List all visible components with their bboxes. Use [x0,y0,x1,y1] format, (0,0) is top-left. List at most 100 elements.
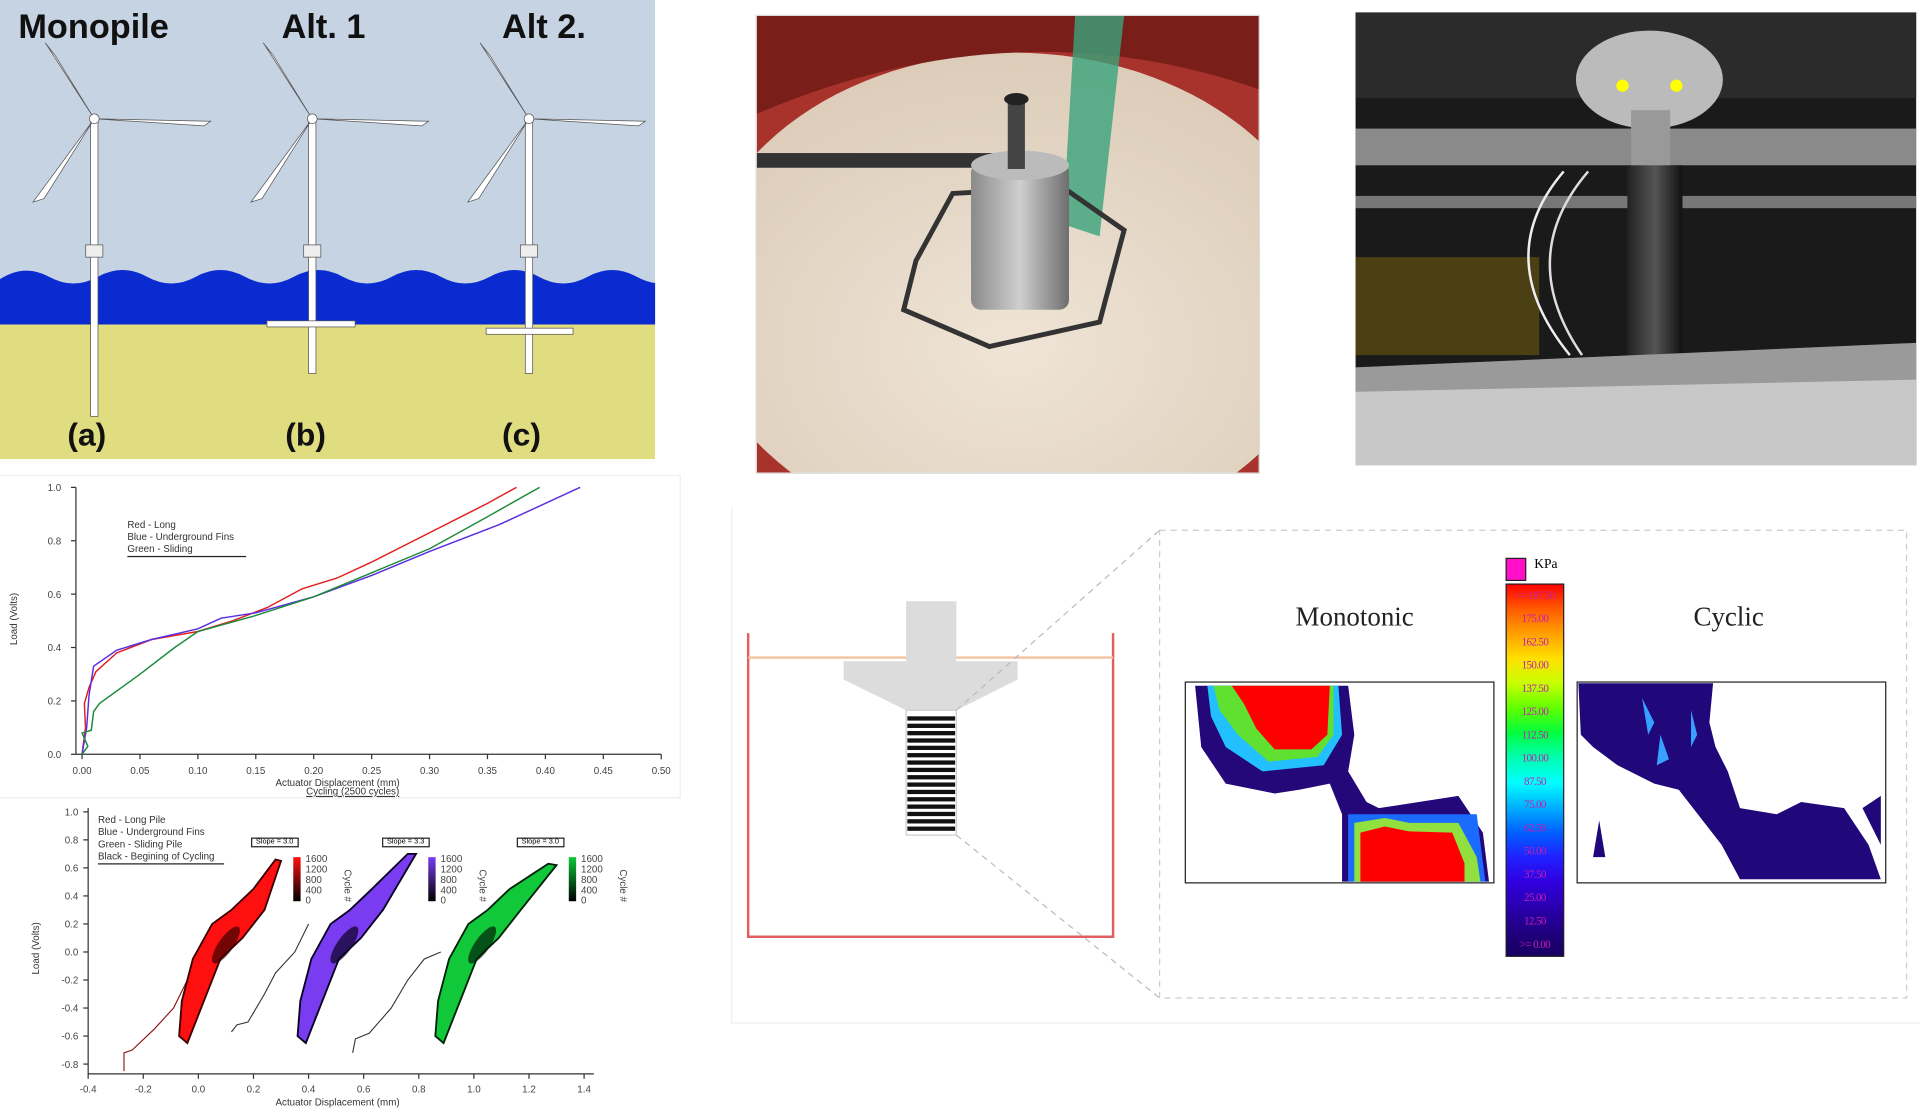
cycle-colorbar-label: Cycle # [342,869,353,902]
colorbar-unit: KPa [1534,557,1558,572]
transition-piece [303,244,322,258]
sublabel-a: (a) [67,416,107,454]
sensor-strip [907,811,956,817]
photo-loading-rig [1355,12,1917,466]
turbine-blade [528,118,647,127]
x-tick-label: 0.00 [73,766,93,777]
x-tick-label: 0.45 [594,766,614,777]
sensor-strip [907,738,956,743]
turbine-hub [89,113,100,125]
wind-turbine [32,42,212,417]
cycle-colorbar-tick: 1600 [581,854,603,865]
pressure-sensor-strips [907,716,956,831]
sensor-strip [907,723,956,728]
x-tick-label: 0.25 [362,766,382,777]
sensor-strip [907,731,956,736]
colorbar-label: 37.50 [1524,868,1546,881]
chart-2-xlabel: Actuator Displacement (mm) [275,1097,400,1109]
turbine-blade [94,118,212,127]
hysteresis-band-underground-fins [296,852,418,1045]
y-tick-label: 0.4 [48,643,62,654]
chart-2-ylabel: Load (Volts) [30,922,42,975]
slope-label-green: Slope = 3.0 [516,837,564,848]
cycle-colorbar-tick: 1600 [441,854,463,865]
y-tick-label: 0.0 [65,948,79,959]
sensor-strip [907,753,956,758]
hysteresis-core [468,926,497,964]
y-tick-label: 0.6 [65,864,79,875]
colorbar-label: 150.00 [1521,658,1549,672]
x-tick-label: 0.8 [412,1084,426,1095]
photo-sand-tank-image [756,15,1259,473]
y-tick-label: -0.6 [62,1032,79,1043]
turbine-tower [90,118,99,417]
sensor-strip [907,745,956,751]
legend-item: Red - Long Pile [97,814,166,826]
colorbar-label: 25.00 [1524,891,1546,904]
fin-plate [266,320,356,328]
x-tick-label: 0.20 [304,766,324,777]
legend-item: Blue - Underground Fins [127,531,235,543]
x-tick-label: 0.6 [357,1084,371,1095]
turbine-blade [312,118,430,127]
x-tick-label: 0.2 [247,1084,261,1095]
y-tick-label: -0.4 [62,1004,79,1015]
sensor-strip [907,797,956,802]
colorbar-label: 12.50 [1524,914,1546,927]
x-tick-label: 1.4 [577,1084,591,1095]
hysteresis-core [211,926,240,964]
x-tick-label: 0.50 [652,766,672,777]
pile-shaft [905,709,957,836]
sublabel-b: (b) [285,416,326,454]
heatmap-monotonic-blobs [1195,685,1489,882]
x-tick-label: 1.0 [467,1084,481,1095]
turbine-blade [32,118,95,203]
colorbar-label: 75.00 [1524,798,1546,811]
slope-label-red: Slope = 3.0 [251,837,299,848]
sensor-strip [907,767,956,773]
cycle-colorbar-tick: 0 [306,896,312,907]
cycle-colorbar-tick: 1200 [306,864,328,875]
chart-1-ylabel: Load (Volts) [8,592,20,646]
cycle-colorbar-label: Cycle # [477,869,488,902]
sea-water [0,270,656,325]
legend-item: Green - Sliding Pile [97,838,183,850]
turbine-blade [250,118,313,203]
y-tick-label: 1.0 [48,483,62,494]
y-tick-label: 0.6 [48,590,62,601]
legend-item: Black - Begining of Cycling [97,851,215,863]
legend-item: Green - Sliding [127,543,193,555]
turbine-blade [262,42,313,119]
colorbar-label: 50.00 [1524,844,1546,858]
legend-item: Red - Long [127,519,176,531]
x-tick-label: -0.2 [135,1084,152,1095]
cycling-start-trace-sliding-pile [352,951,442,1053]
label-alt-2: Alt 2. [502,7,586,46]
cycle-colorbar-tick: 400 [306,885,323,896]
chart-2-legend: Red - Long Pile Blue - Underground Fins … [97,814,225,865]
colorbar-label: 175.00 [1521,612,1549,625]
seabed-sand [0,324,656,460]
cycle-colorbar-tick: 0 [581,896,587,907]
y-tick-label: 0.2 [65,920,79,931]
zoom-callout-box [1158,529,1908,999]
sensor-strip [907,819,956,824]
cycling-start-trace-underground-fins [230,923,310,1033]
colorbar-label: 100.00 [1521,751,1549,765]
legend-item: Blue - Underground Fins [97,826,205,838]
y-tick-label: 1.0 [65,808,79,819]
cycle-colorbar-tick: 1200 [441,864,463,875]
heatmap-title-cyclic: Cyclic [1693,601,1764,632]
cycle-colorbar-tick: 1600 [306,854,328,865]
chart-1-xlabel: Actuator Displacement (mm) [275,777,400,789]
cycle-colorbar-tick: 400 [581,885,598,896]
x-tick-label: -0.4 [80,1084,97,1095]
turbine-diagram-panel: Monopile Alt. 1 Alt 2. (a) (b) (c) [0,0,656,460]
sensor-strip [907,826,956,831]
